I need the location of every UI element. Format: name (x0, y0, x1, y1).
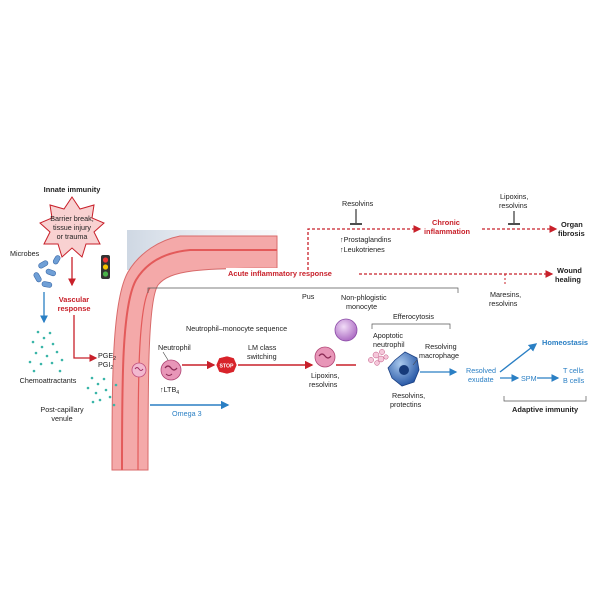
acute-label-bg (226, 268, 358, 279)
resolvins-protectins-line1: Resolvins, (392, 391, 425, 400)
vascular-response-line2: response (58, 304, 91, 313)
neutrophil-label: Neutrophil (158, 343, 191, 352)
barrier-starburst (39, 196, 105, 258)
exudate-to-homeostasis-arrow (499, 343, 538, 373)
t-cells-label: T cells (563, 366, 584, 375)
organ-fibrosis-line2: fibrosis (558, 229, 585, 238)
post-capillary-label-line2: venule (51, 414, 72, 423)
chronic-inflammation-line1: Chronic (432, 218, 460, 227)
macrophage-pointer (412, 359, 418, 366)
pgi2-label: PGI2 (98, 360, 113, 371)
pus-bracket (147, 287, 459, 293)
organ-fibrosis-line1: Organ (561, 220, 583, 229)
nonphlogistic-label-line1: Non-phlogistic (341, 293, 387, 302)
pge2-label: PGE2 (98, 351, 116, 362)
neutrophil-pointer (162, 351, 169, 361)
lipoxins-resolvins-top-line1: Lipoxins, (500, 192, 528, 201)
prostaglandins-label: ↑Prostaglandins (340, 235, 392, 244)
omega3-label: Omega 3 (172, 409, 202, 418)
apoptotic-neutrophil-cell (368, 349, 389, 366)
lipoxins-label-line1: Lipoxins, (311, 371, 339, 380)
resolved-exudate-line2: exudate (468, 375, 494, 384)
efferocytosis-bracket (371, 323, 451, 329)
lipoxins-cell (314, 346, 336, 368)
resolving-macrophage-cell (387, 351, 420, 387)
resolving-macrophage-label-line2: macrophage (419, 351, 459, 360)
maresins-label-line1: Maresins, (490, 290, 521, 299)
adaptive-immunity-label: Adaptive immunity (512, 405, 579, 414)
resolvins-protectins-line2: protectins (390, 400, 422, 409)
chronic-inflammation-line2: inflammation (424, 227, 470, 236)
wound-healing-line2: healing (555, 275, 581, 284)
post-capillary-label-line1: Post-capillary (40, 405, 84, 414)
stop-sign-icon (215, 355, 238, 375)
adaptive-immunity-bracket (503, 396, 587, 402)
neutrophil-monocyte-sequence-label: Neutrophil–monocyte sequence (186, 324, 287, 333)
lm-class-line1: LM class (248, 343, 277, 352)
chemoattractants-label: Chemoattractants (20, 376, 77, 385)
barrier-label-line2: tissue injury (53, 223, 91, 232)
lipoxins-resolvins-top-line2: resolvins (499, 201, 528, 210)
homeostasis-label: Homeostasis (542, 338, 588, 347)
innate-immunity-label: Innate immunity (44, 185, 102, 194)
nonphlogistic-monocyte-cell (334, 318, 358, 342)
resolving-macrophage-label-line1: Resolving (425, 342, 457, 351)
barrier-label-line3: or trauma (57, 232, 88, 241)
apoptotic-label-line2: neutrophil (373, 340, 405, 349)
microbes-label: Microbes (10, 249, 40, 258)
b-cells-label: B cells (563, 376, 585, 385)
wound-healing-line1: Wound (557, 266, 582, 275)
neutrophil-cell (160, 359, 182, 381)
efferocytosis-label: Efferocytosis (393, 312, 434, 321)
leukotrienes-label: ↑Leukotrienes (340, 245, 385, 254)
microbes-icon (33, 255, 61, 288)
neutrophil-cell-in-vessel (131, 362, 147, 378)
vascular-to-pge-arrow (73, 315, 98, 362)
lm-class-line2: switching (247, 352, 277, 361)
stop-sign-text: STOP (219, 364, 234, 370)
nonphlogistic-label-line2: monocyte (346, 302, 377, 311)
chemoattractant-dots (28, 330, 118, 407)
acute-response-label: Acute inflammatory response (228, 269, 332, 278)
vascular-response-line1: Vascular (59, 295, 90, 304)
ltb4-label: ↑LTB4 (160, 385, 179, 396)
acute-to-chronic-arrow (307, 225, 422, 270)
barrier-label-line1: Barrier break, (50, 214, 94, 223)
maresins-label-line2: resolvins (489, 299, 518, 308)
lipoxins-label-line2: resolvins (309, 380, 338, 389)
traffic-light-icon (101, 255, 110, 279)
apoptotic-label-line1: Apoptotic (373, 331, 403, 340)
resolved-exudate-line1: Resolved (466, 366, 496, 375)
pus-label: Pus (302, 292, 315, 301)
spm-label: SPM (521, 374, 537, 383)
resolvins-top-label: Resolvins (342, 199, 374, 208)
